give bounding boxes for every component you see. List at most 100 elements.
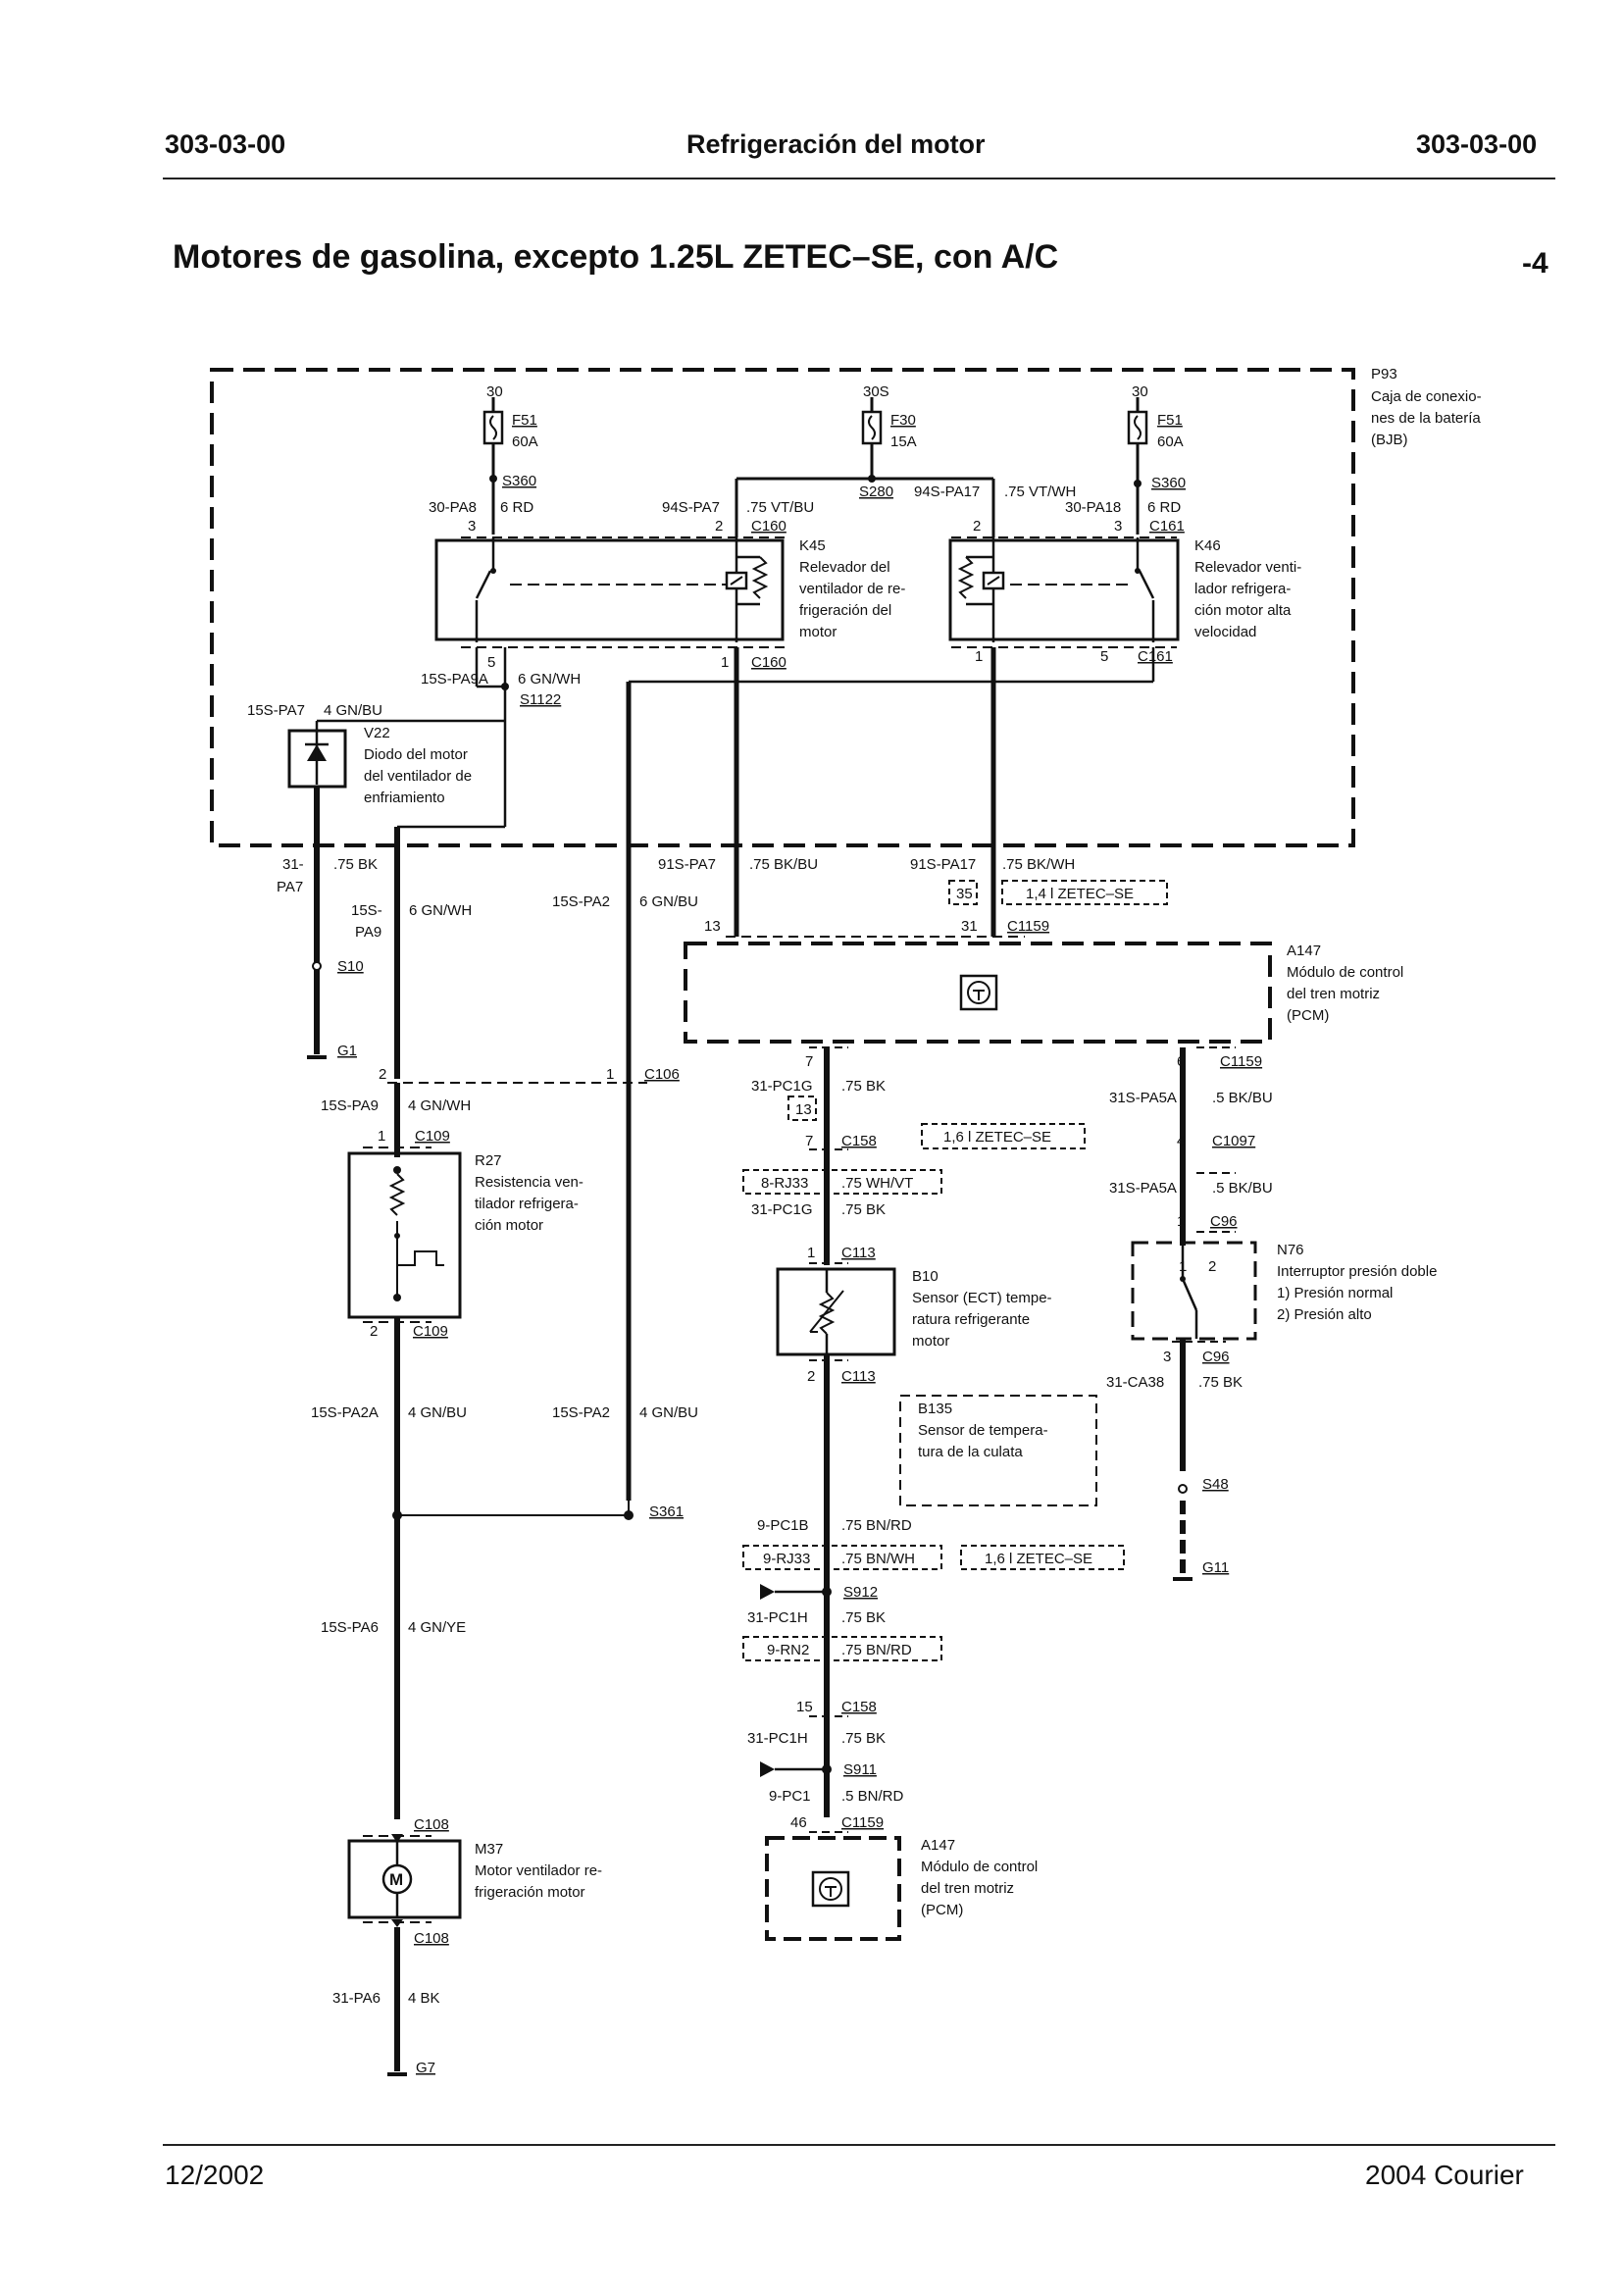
wire-pa9-b: PA9 [355,924,381,941]
wire-31-pc1h-b-color: .75 BK [841,1730,886,1747]
b10-desc-1: Sensor (ECT) tempe- [912,1290,1052,1306]
splice-s912: S912 [843,1584,878,1601]
fuse-f51-left: 30 F51 60A S360 [482,383,538,535]
pcm-low-desc-1: Módulo de control [921,1859,1038,1875]
pin-label: 46 [790,1814,807,1831]
wire-9-rn2-color: .75 BN/RD [841,1642,912,1658]
n76-option-2: 2) Presión alto [1277,1306,1372,1323]
wire-15s-pa2a-color: 4 GN/BU [408,1404,467,1421]
fuse-feed-3: 30 [1132,383,1148,400]
bjb-box [210,368,1355,847]
ground-g11: G11 [1202,1559,1229,1576]
wire-91s-pa17-color: .75 BK/WH [1002,856,1075,873]
pcm-module-top: A147 Módulo de control del tren motriz (… [684,942,1403,1044]
wire-31-pc1h-b: 31-PC1H [747,1730,808,1747]
wire-9-rj33-color: .75 BN/WH [841,1551,915,1567]
pin-label: 2 [807,1368,815,1385]
relay-k46-desc-4: velocidad [1194,624,1256,640]
wire-9-rn2: 9-RN2 [767,1642,809,1658]
conn-c106: C106 [644,1066,680,1083]
option-35: 35 [956,886,973,902]
relay-k46: K46 Relevador venti- lador refrigera- ci… [948,537,1301,642]
wire-pa17-color: .75 VT/WH [1004,484,1076,500]
wire-15s-pa6: 15S-PA6 [321,1619,379,1636]
b10-desc-3: motor [912,1333,949,1350]
pin-label: 2 [715,518,723,535]
diode-v22-desc-2: del ventilador de [364,768,472,785]
pcm-id: A147 [1287,943,1321,959]
pin-label: 1 [807,1245,815,1261]
pin-label: 1 [721,654,729,671]
wire-15s-pa7-color: 4 GN/BU [324,702,382,719]
n76-id: N76 [1277,1242,1304,1258]
diode-v22-desc-1: Diodo del motor [364,746,468,763]
wire-8-rj33-color: .75 WH/VT [841,1175,913,1192]
splice-s48: S48 [1202,1476,1229,1493]
r27-id: R27 [475,1152,502,1169]
motor-m37: M M37 Motor ventilador re- frigeración m… [347,1834,602,1927]
pcm-module-bottom: A147 Módulo de control del tren motriz (… [765,1836,1038,1941]
splice-s361: S361 [649,1504,684,1520]
wire-31-pc1g: 31-PC1G [751,1078,813,1095]
pin-label: 3 [1114,518,1122,535]
pin-label: 1 [1179,1258,1187,1275]
conn-c1159-low: C1159 [841,1814,884,1831]
fuse-id-2: F30 [890,412,916,429]
pcm-low-desc-3: (PCM) [921,1902,963,1918]
wire-9-rj33: 9-RJ33 [763,1551,810,1567]
relay-k45: K45 Relevador del ventilador de re- frig… [434,537,905,642]
header-code-left: 303-03-00 [165,129,286,159]
wire-9-pc1b-color: .75 BN/RD [841,1517,912,1534]
shield-s911 [760,1761,832,1777]
wire-pa18: 30-PA18 [1065,499,1121,516]
wire-pa8-color: 6 RD [500,499,533,516]
pin-label: 7 [805,1133,813,1149]
relay-k45-id: K45 [799,537,826,554]
wire-31s-pa5a: 31S-PA5A [1109,1090,1177,1106]
wire-91s-pa17: 91S-PA17 [910,856,976,873]
pcm-desc-1: Módulo de control [1287,964,1403,981]
b10-id: B10 [912,1268,939,1285]
b135-id: B135 [918,1401,952,1417]
splice-s10: S10 [337,958,364,975]
conn-c96-bottom: C96 [1202,1349,1230,1365]
sensor-b10: B10 Sensor (ECT) tempe- ratura refrigera… [776,1267,1052,1356]
wire-pa9-color: 6 GN/WH [409,902,472,919]
pin-label: 1 [378,1128,385,1145]
relay-k45-desc-2: ventilador de re- [799,581,905,597]
wire-pa18-color: 6 RD [1147,499,1181,516]
pcm-low-desc-2: del tren motriz [921,1880,1014,1897]
r27-desc-3: ción motor [475,1217,543,1234]
conn-c158-top: C158 [841,1133,877,1149]
pin-label: 1 [1177,1213,1185,1230]
m37-desc-1: Motor ventilador re- [475,1862,602,1879]
wire-15s-pa2: 15S-PA2 [552,893,610,910]
wire-pa9a-color: 6 GN/WH [518,671,581,688]
bjb-desc-1: Caja de conexio- [1371,388,1482,405]
pin-label: 3 [468,518,476,535]
wire-15s-pa6-color: 4 GN/YE [408,1619,466,1636]
fuse-feed-1: 30 [486,383,503,400]
wire-15s-pa2-low-color: 4 GN/BU [639,1404,698,1421]
wire-9-pc1: 9-PC1 [769,1788,811,1805]
footer-rule [163,2144,1555,2146]
relay-k45-desc-1: Relevador del [799,559,890,576]
pcm-desc-2: del tren motriz [1287,986,1380,1002]
b135-desc-1: Sensor de tempera- [918,1422,1048,1439]
bjb-desc-2: nes de la batería [1371,410,1481,427]
conn-c160-top: C160 [751,518,787,535]
option-zetec-16-b: 1,6 l ZETEC–SE [985,1551,1092,1567]
pin-label: 5 [1100,648,1108,665]
diode-v22-id: V22 [364,725,390,741]
wire-9-pc1b: 9-PC1B [757,1517,809,1534]
page-number: -4 [1522,247,1548,280]
ground-g1: G1 [337,1043,357,1059]
wire-31s-pa5a-b: 31S-PA5A [1109,1180,1177,1197]
pin-label: 2 [1208,1258,1216,1275]
wire-15s-pa9: 15S-PA9 [321,1097,379,1114]
header-rule [163,178,1555,179]
pin-label: 4 [1177,1133,1185,1149]
pin-label: 5 [487,654,495,671]
header-code-right: 303-03-00 [1416,129,1538,159]
wire-31s-pa5a-b-color: .5 BK/BU [1212,1180,1273,1197]
